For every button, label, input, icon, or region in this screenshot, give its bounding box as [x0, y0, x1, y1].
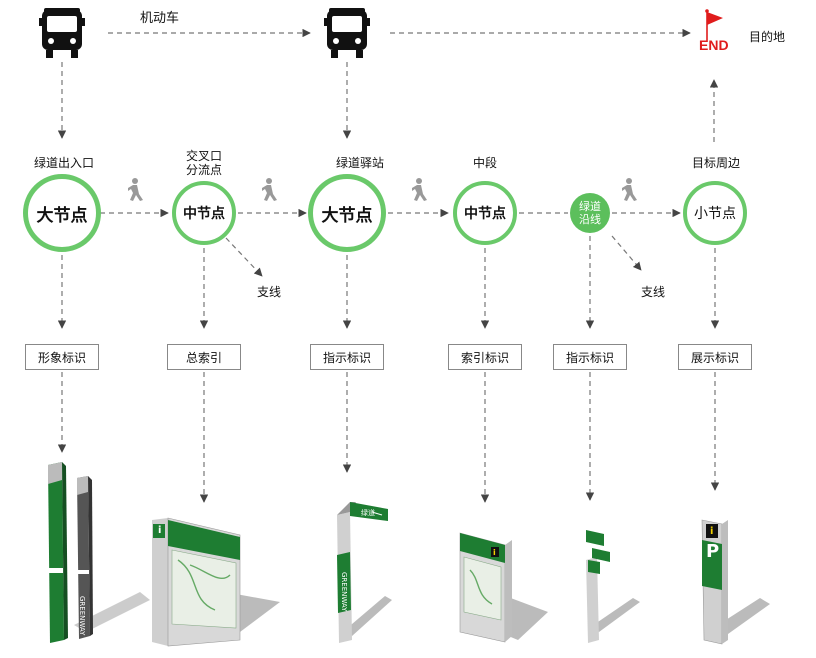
sign-type-label: 索引标识 [460, 350, 509, 365]
index-map-sign [459, 532, 548, 643]
info-i-symbol: i [493, 548, 496, 557]
medium-node-circle: 中节点 [453, 181, 517, 245]
end-text: END [699, 37, 729, 53]
bus-icon [324, 8, 370, 58]
sign-type-label: 形象标识 [37, 350, 86, 365]
node-label: 大节点 [321, 205, 373, 226]
node-label: 中节点 [183, 206, 225, 222]
sign-type-box: 形象标识 [25, 344, 99, 370]
sign-type-box: 索引标识 [448, 344, 522, 370]
sign-type-label: 指示标识 [565, 350, 614, 365]
bus-icon [39, 8, 85, 58]
display-stele-sign [701, 519, 770, 645]
info-i-symbol: i [158, 525, 162, 536]
trail-finger-post-sign [586, 530, 640, 643]
greenway-en-text: GREENWAY [37, 596, 46, 642]
node-title-4: 中段 [472, 156, 498, 170]
branch-label: 支线 [257, 285, 282, 299]
node-label: 大节点 [36, 205, 88, 226]
major-node-circle: 大节点 [308, 174, 386, 252]
vehicle-label: 机动车 [140, 11, 180, 26]
sign-type-label: 指示标识 [322, 350, 371, 365]
node-title-3: 绿道驿站 [335, 156, 385, 170]
greenway-en-text: GREENWAY [340, 572, 348, 612]
node-title-6: 目标周边 [691, 156, 741, 170]
sign-type-box: 指示标识 [553, 344, 627, 370]
major-node-circle: 大节点 [23, 174, 101, 252]
node-title-2: 交叉口 分流点 [185, 149, 223, 177]
greenway-en-text: GREENWAY [78, 596, 86, 636]
sign-type-label: 展示标识 [690, 350, 739, 365]
parking-p-symbol: P [706, 541, 720, 562]
general-index-map-sign [152, 517, 280, 647]
info-i-symbol: i [710, 526, 714, 537]
branch-arrow-1 [225, 237, 263, 277]
walker-icon [262, 178, 277, 201]
branch-label: 支线 [641, 285, 666, 299]
image-identity-totem-sign [48, 462, 150, 643]
directional-pole-sign [337, 502, 392, 643]
sign-type-label: 总索引 [185, 350, 222, 365]
sign-type-box: 总索引 [167, 344, 241, 370]
sign-type-box: 展示标识 [678, 344, 752, 370]
walker-icon [622, 178, 637, 201]
medium-node-circle: 中节点 [172, 181, 236, 245]
node-label: 绿道 沿线 [579, 200, 601, 226]
branch-arrow-2 [611, 235, 642, 271]
node-label: 小节点 [694, 206, 736, 222]
destination-label: 目的地 [749, 30, 786, 44]
walker-icon [412, 178, 427, 201]
node-title-1: 绿道出入口 [33, 156, 95, 170]
sign-type-box: 指示标识 [310, 344, 384, 370]
end-flag-icon [705, 9, 723, 42]
walker-icon [128, 178, 143, 201]
minor-node-circle: 小节点 [683, 181, 747, 245]
along-route-node: 绿道 沿线 [570, 193, 610, 233]
greenway-cn-text: 绿道 [361, 509, 375, 517]
node-label: 中节点 [464, 206, 506, 222]
